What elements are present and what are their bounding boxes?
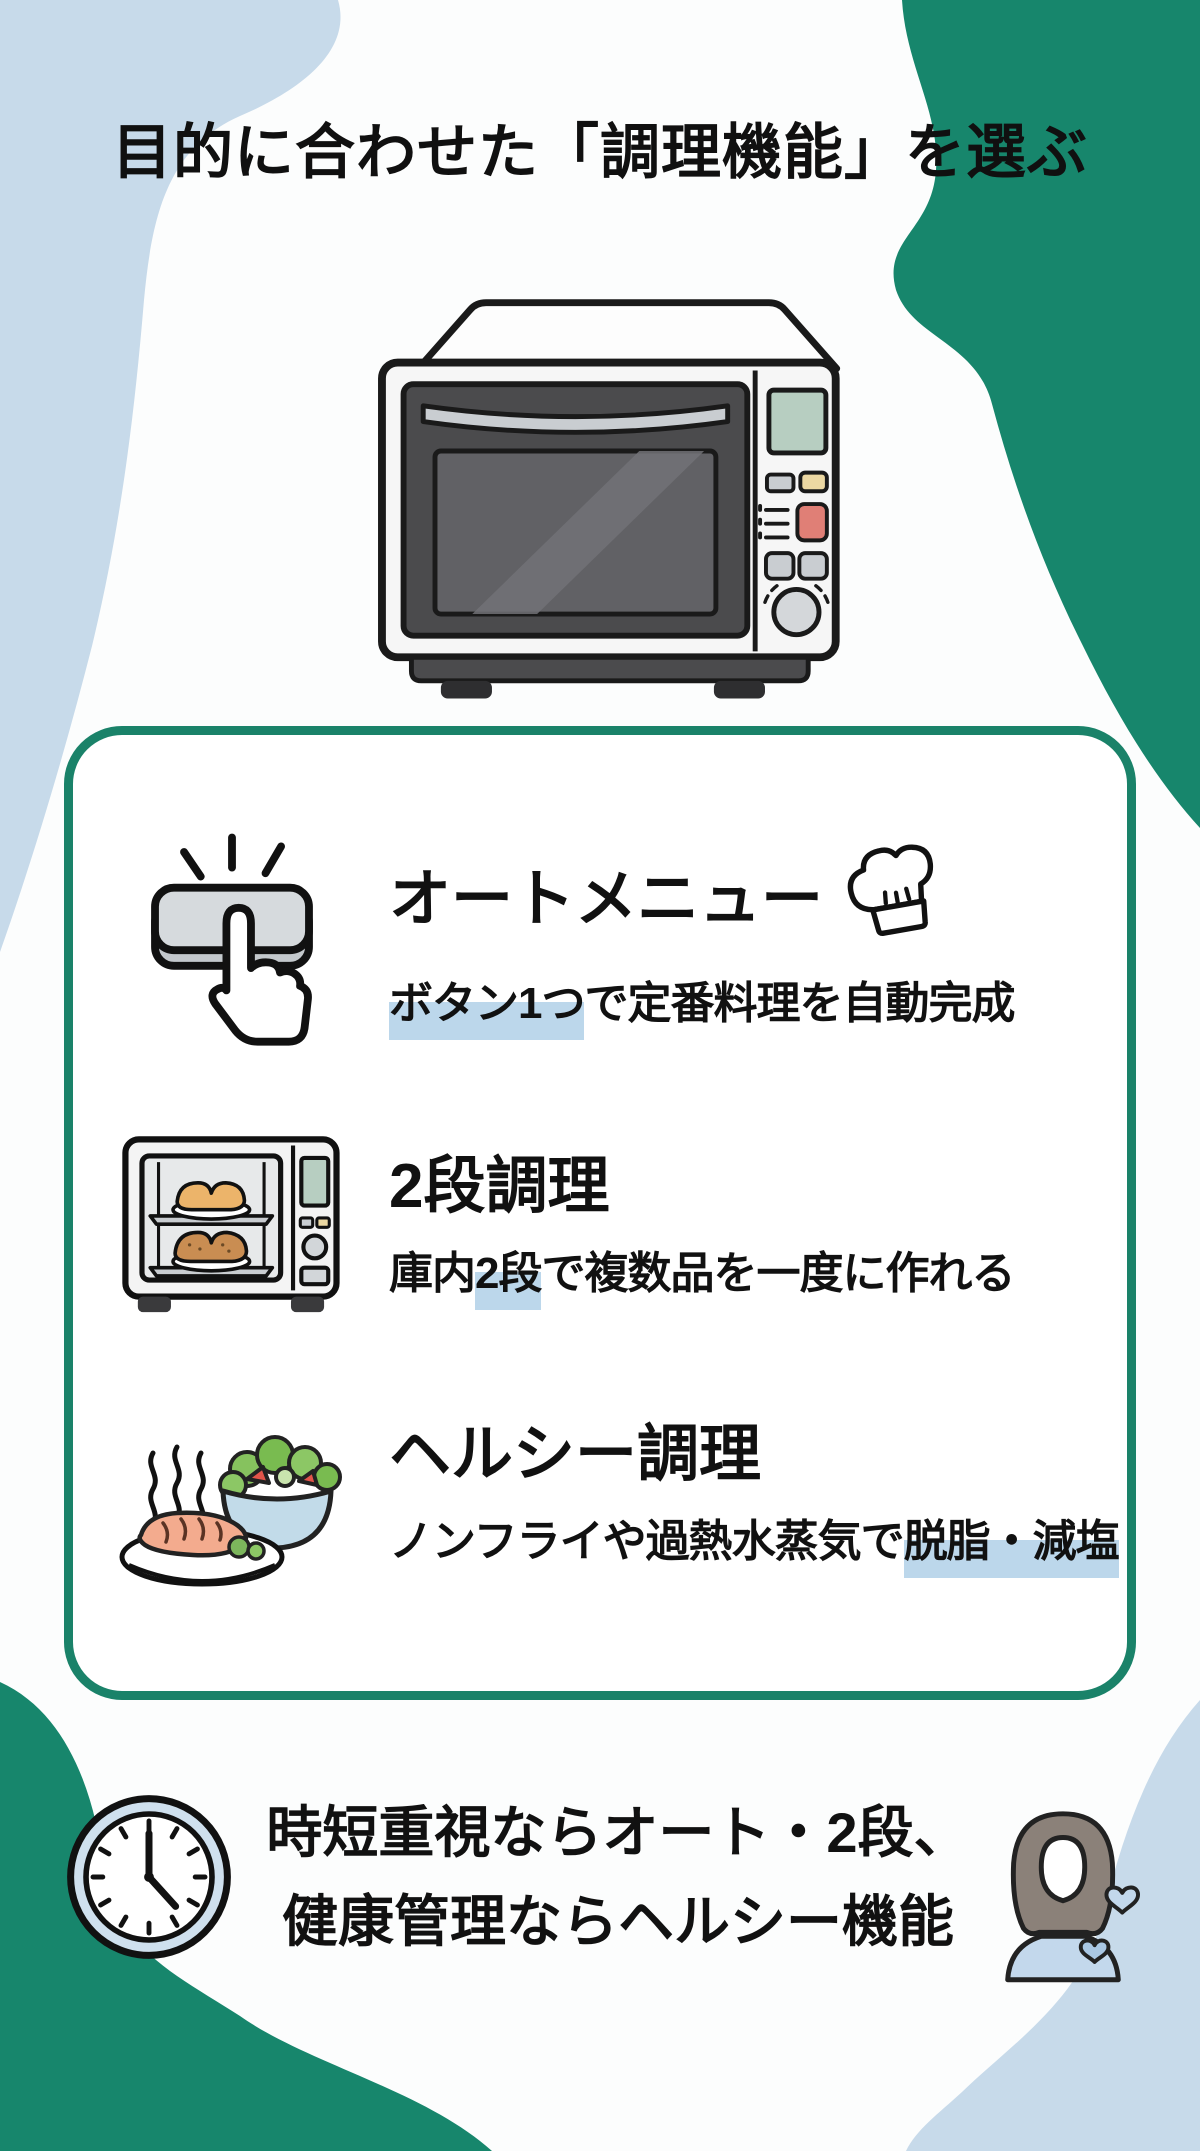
chef-hat-icon — [839, 837, 951, 949]
page-title: 目的に合わせた「調理機能」を選ぶ — [112, 119, 1088, 186]
clock-icon — [58, 1786, 240, 1968]
chef-hat-icon-svg — [847, 844, 934, 936]
button-press-icon — [101, 823, 363, 1060]
bottom-left-blob — [0, 1682, 492, 2151]
feature-row-healthy: ヘルシー調理 ノンフライや過熱水蒸気で脱脂・減塩 — [101, 1395, 1120, 1595]
feature-title-auto-menu: オートメニュー — [389, 844, 1014, 949]
healthy-meal-icon — [101, 1395, 363, 1595]
footer-note: 時短重視ならオート・2段、 健康管理ならヘルシー機能 — [0, 1772, 1200, 1983]
microwave-oven-icon — [378, 299, 841, 699]
feature-title-label: ヘルシー調理 — [389, 1419, 762, 1489]
footer-line-2: 健康管理ならヘルシー機能 — [282, 1890, 954, 1954]
woman-with-hearts-icon — [984, 1800, 1142, 1983]
top-right-blob — [893, 0, 1200, 828]
feature-title-healthy: ヘルシー調理 — [389, 1422, 1119, 1487]
microwave-oven-illustration — [325, 286, 875, 710]
feature-row-two-level: 2段調理 庫内2段で複数品を一度に作れる — [101, 1129, 1117, 1326]
feature-text-healthy: ヘルシー調理 ノンフライや過熱水蒸気で脱脂・減塩 — [389, 1422, 1120, 1578]
feature-desc-auto-menu: ボタン1つで定番料理を自動完成 — [389, 967, 1015, 1040]
top-left-blob — [0, 0, 341, 952]
footer-text: 時短重視ならオート・2段、 健康管理ならヘルシー機能 — [266, 1788, 969, 1967]
features-box: オートメニュー — [64, 726, 1136, 1700]
two-level-oven-icon-svg — [122, 1136, 340, 1313]
feature-desc-healthy: ノンフライや過熱水蒸気で脱脂・減塩 — [389, 1505, 1120, 1578]
feature-title-label: オートメニュー — [389, 865, 824, 935]
desc-highlight: 2段 — [475, 1248, 542, 1310]
desc-post: で定番料理を自動完成 — [584, 978, 1015, 1028]
feature-title-label: 2段調理 — [389, 1151, 610, 1221]
desc-highlight: ボタン1つ — [389, 978, 585, 1040]
desc-highlight: 脱脂・減塩 — [903, 1516, 1120, 1578]
feature-title-two-level: 2段調理 — [389, 1154, 1014, 1219]
desc-pre: ノンフライや過熱水蒸気で — [389, 1516, 905, 1566]
two-level-oven-icon — [101, 1129, 363, 1326]
feature-text-auto-menu: オートメニュー — [389, 844, 1015, 1040]
footer-line-1: 時短重視ならオート・2段、 — [266, 1800, 970, 1864]
feature-text-two-level: 2段調理 庫内2段で複数品を一度に作れる — [389, 1154, 1015, 1310]
button-press-icon-svg — [151, 833, 313, 1046]
desc-post: で複数品を一度に作れる — [541, 1248, 1015, 1298]
woman-with-hearts-icon-svg — [1004, 1811, 1140, 1983]
clock-icon-svg — [67, 1795, 232, 1960]
bottom-right-blob — [906, 1700, 1200, 2151]
desc-pre: 庫内 — [389, 1248, 476, 1298]
healthy-meal-icon-svg — [119, 1435, 342, 1587]
feature-desc-two-level: 庫内2段で複数品を一度に作れる — [389, 1237, 1015, 1310]
feature-row-auto-menu: オートメニュー — [101, 823, 1117, 1060]
